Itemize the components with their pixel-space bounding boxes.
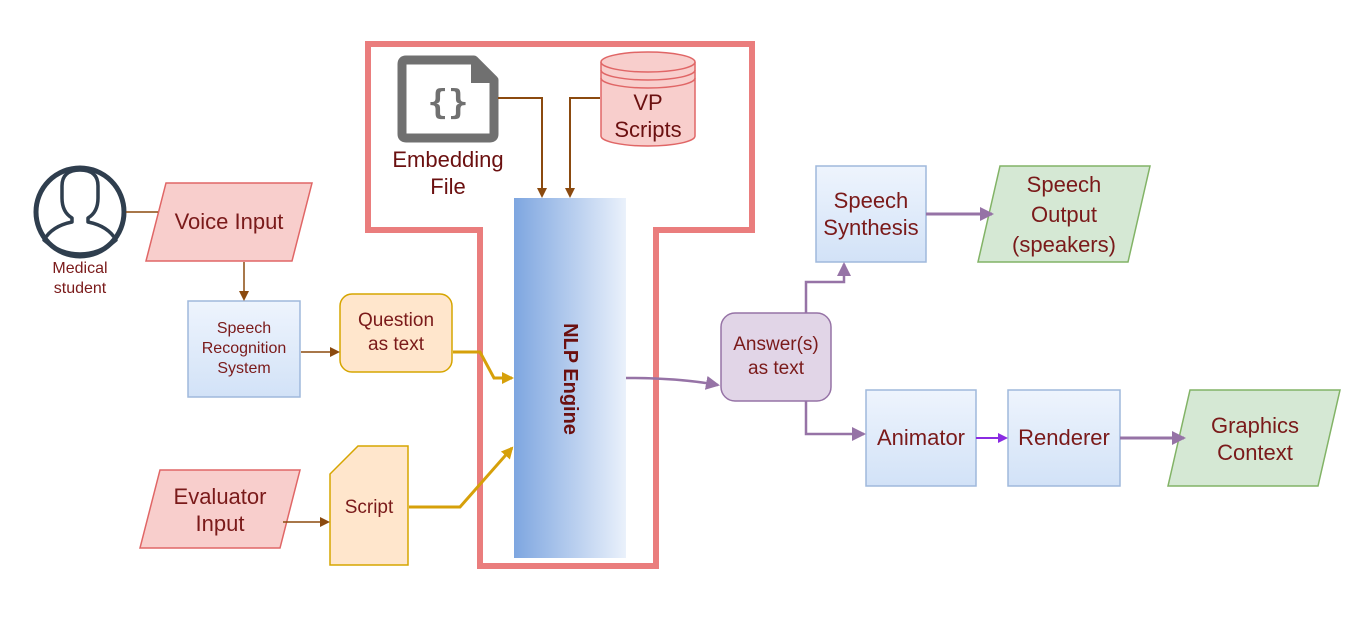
evaluator-input-label: Evaluator Input (173, 483, 267, 537)
arrow-vpscripts-to-nlp (565, 97, 600, 198)
question-as-text-box (339, 293, 453, 373)
speech-output-shape (977, 165, 1151, 263)
speech-synthesis-label: Speech Synthesis (823, 187, 919, 241)
arrow-question-to-nlp (453, 350, 514, 384)
arrow-nlp-to-answers (625, 375, 720, 390)
arrow-answers-to-synthesis (804, 262, 851, 313)
voice-input-shape (145, 182, 313, 262)
arrow-embedding-to-nlp (498, 97, 547, 198)
speech-output-label: Speech Output (speakers) (1012, 172, 1116, 257)
arrow-script-to-nlp (409, 446, 514, 509)
renderer-label: Renderer (1018, 425, 1110, 451)
svg-text:{}: {} (428, 83, 469, 123)
answers-as-text-box (720, 312, 832, 402)
answers-as-text-label: Answer(s) as text (733, 334, 819, 379)
graphics-context-shape (1167, 389, 1341, 487)
medical-student-label: Medical student (52, 260, 108, 297)
json-file-icon: {} (397, 55, 499, 143)
database-icon (600, 51, 696, 147)
voice-input-label: Voice Input (174, 209, 284, 235)
nlp-engine-text: NLP Engine (559, 323, 582, 435)
question-as-text-label: Question as text (357, 310, 435, 355)
medical-student-icon (33, 165, 127, 259)
nlp-engine-label: NLP Engine (555, 269, 585, 489)
vp-scripts-label: VP Scripts (614, 89, 682, 143)
animator-label: Animator (876, 425, 966, 451)
speech-recognition-label: Speech Recognition System (201, 320, 287, 377)
speech-synthesis-box (815, 165, 927, 263)
nlp-engine-box (514, 198, 626, 558)
script-label: Script (344, 497, 394, 519)
evaluator-input-shape (139, 469, 301, 549)
arrow-answers-to-animator (804, 401, 866, 441)
graphics-context-label: Graphics Context (1210, 412, 1300, 466)
speech-recognition-box (187, 300, 301, 398)
renderer-box (1007, 389, 1121, 487)
nlp-container-outline (365, 41, 755, 569)
script-shape (329, 445, 409, 566)
embedding-file-label: Embedding File (392, 146, 504, 200)
animator-box (865, 389, 977, 487)
